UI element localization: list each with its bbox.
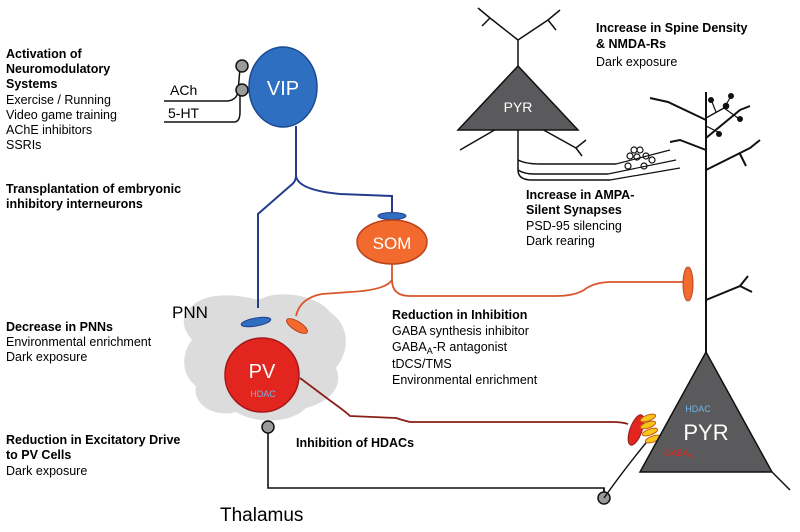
neuromod-title-line: Systems [6, 77, 57, 91]
pv-axon-to-pyr [299, 377, 629, 425]
vip-to-som-terminal [377, 212, 407, 220]
ampa-item: PSD-95 silencing [526, 219, 622, 233]
pyr-hdac-label: HDAC [685, 404, 711, 414]
pyr-main-label: PYR [683, 420, 728, 445]
vip-axon-to-pv [257, 126, 297, 308]
pv-hdac-label: HDAC [250, 389, 276, 399]
pyr-main-basal-dendrite [771, 471, 791, 491]
vip-to-pv-terminal [240, 316, 272, 328]
neuromodulatory-block: Activation of Neuromodulatory Systems Ex… [6, 47, 117, 152]
spine-density-block: Increase in Spine Density & NMDA-Rs Dark… [596, 21, 747, 69]
neuromod-item: AChE inhibitors [6, 123, 92, 137]
dendritic-spines [705, 93, 743, 137]
pyr-main-apical-dendrite [649, 92, 761, 354]
thalamus-label: Thalamus [220, 505, 303, 526]
pnn-decrease-title: Decrease in PNNs [6, 320, 113, 334]
vip-label: VIP [267, 78, 299, 100]
spine-title-line: & NMDA-Rs [596, 37, 666, 51]
neuromod-item: Video game training [6, 108, 117, 122]
transplant-title-line: inhibitory interneurons [6, 197, 143, 211]
spine-title-line: Increase in Spine Density [596, 21, 747, 35]
excitatory-drive-block: Reduction in Excitatory Drive to PV Cell… [6, 433, 180, 478]
neuromod-item: SSRIs [6, 138, 41, 152]
ampa-spines [607, 149, 681, 181]
transplant-title-line: Transplantation of embryonic [6, 182, 181, 196]
thalamus-to-pv-synapse [261, 420, 275, 434]
ampa-item: Dark rearing [526, 234, 595, 248]
5ht-fiber [164, 92, 241, 123]
5ht-label: 5-HT [168, 105, 200, 121]
ach-synapse [235, 59, 249, 73]
gabaa-receptors [639, 413, 662, 444]
pv-to-pyr-terminal [627, 414, 645, 446]
som-to-pv-terminal [286, 318, 308, 334]
reduction-inhibition-item: Environmental enrichment [392, 373, 538, 387]
pv-label: PV [249, 361, 276, 383]
neuromod-title-line: Neuromodulatory [6, 62, 110, 76]
pyr-main-soma [638, 350, 774, 473]
som-to-pyr-terminal [682, 266, 694, 302]
neuromod-item: Exercise / Running [6, 93, 111, 107]
som-soma [356, 219, 428, 265]
pnn-label: PNN [172, 303, 208, 322]
5ht-synapse [235, 83, 249, 97]
pnn-decrease-item: Environmental enrichment [6, 335, 152, 349]
excitatory-title-line: to PV Cells [6, 448, 71, 462]
reduction-inhibition-title: Reduction in Inhibition [392, 308, 527, 322]
spine-item: Dark exposure [596, 55, 677, 69]
pnn-decrease-block: Decrease in PNNs Environmental enrichmen… [6, 320, 152, 364]
vip-axon-to-som [295, 175, 393, 214]
ampa-title-line: Increase in AMPA- [526, 188, 634, 202]
pnn-decrease-item: Dark exposure [6, 350, 87, 364]
excitatory-item: Dark exposure [6, 464, 87, 478]
excitatory-title-line: Reduction in Excitatory Drive [6, 433, 180, 447]
hdac-inhibition-title: Inhibition of HDACs [296, 436, 414, 450]
ach-label: ACh [170, 82, 197, 98]
ampa-silent-block: Increase in AMPA- Silent Synapses PSD-95… [526, 188, 634, 248]
reduction-in-inhibition-block: Reduction in Inhibition GABA synthesis i… [392, 308, 538, 387]
neuromod-title-line: Activation of [6, 47, 83, 61]
reduction-inhibition-item: tDCS/TMS [392, 357, 452, 371]
reduction-inhibition-item: GABA synthesis inhibitor [392, 324, 529, 338]
transplantation-block: Transplantation of embryonic inhibitory … [6, 182, 181, 211]
pyr-basal-dendrite-to-thalamic [603, 437, 651, 499]
vip-soma [248, 46, 318, 128]
gabaa-label: GABAA [664, 448, 693, 460]
pyr-top-soma [456, 64, 580, 131]
pyr-top-label: PYR [504, 99, 533, 115]
ampa-title-line: Silent Synapses [526, 203, 622, 217]
pv-soma [224, 337, 300, 413]
som-axon-to-pyr [391, 252, 684, 297]
reduction-inhibition-item: GABAA-R antagonist [392, 340, 508, 356]
som-axon-to-pv [295, 279, 393, 317]
som-label: SOM [373, 234, 412, 253]
